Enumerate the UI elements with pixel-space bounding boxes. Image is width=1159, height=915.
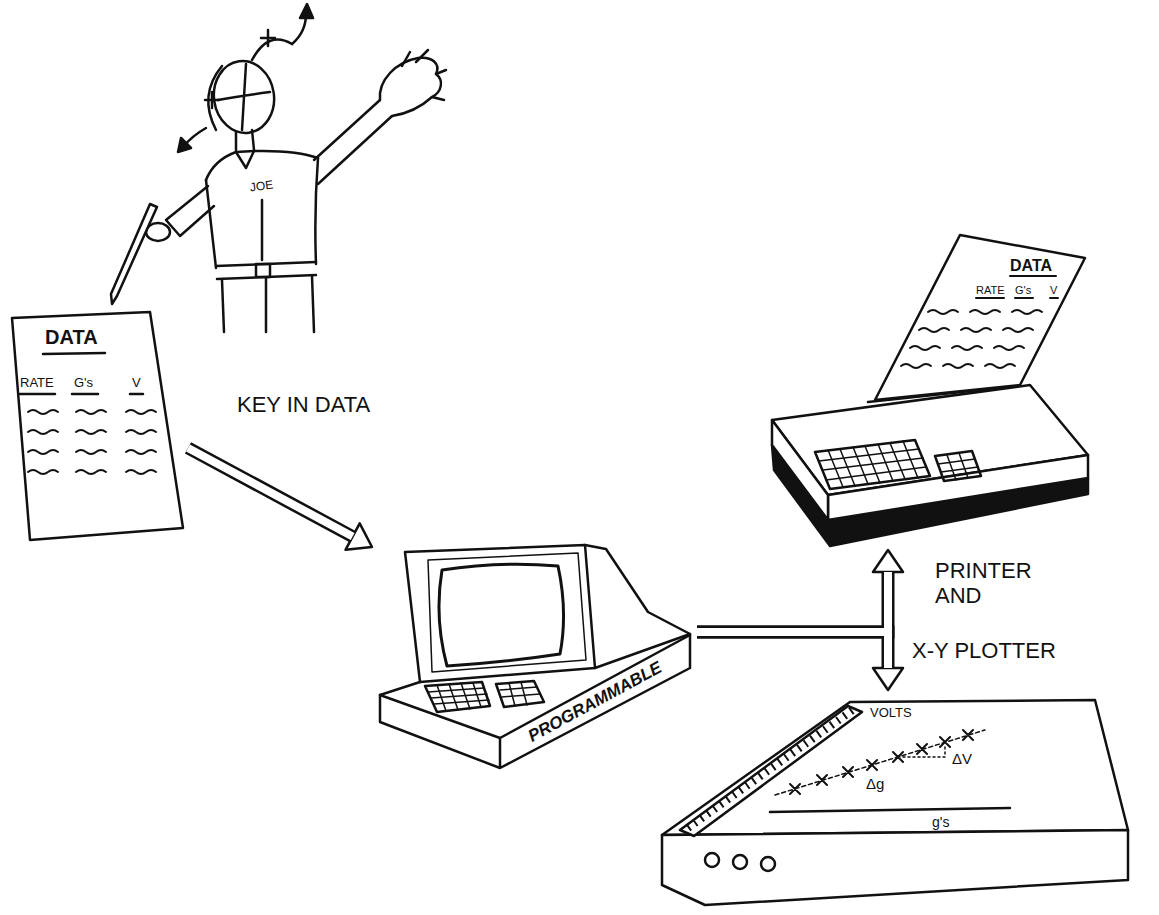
shirt-name: JOE (249, 178, 274, 195)
plotter-drawing (655, 690, 1135, 910)
connector-fill-line (697, 572, 888, 632)
xy-plotter: VOLTS ΔV Δg g's (655, 690, 1135, 910)
edge-label: KEY IN DATA (235, 392, 372, 417)
column-heading: V (132, 376, 141, 391)
connector-shaft (188, 448, 353, 537)
sheet-title: DATA (45, 326, 98, 349)
printer: DATA RATE G's V (765, 230, 1095, 550)
printer-drawing (765, 230, 1095, 550)
arrow-head (873, 668, 903, 690)
axis-label: VOLTS (870, 706, 912, 721)
delta-label: Δg (866, 775, 884, 792)
connector-shaft (697, 572, 888, 632)
connector-arrow (697, 632, 903, 690)
connector-shaft (697, 632, 888, 668)
arrow-head (873, 550, 903, 572)
data-sheet-drawing (8, 308, 188, 544)
column-heading: G's (74, 376, 93, 391)
column-heading: RATE (976, 284, 1005, 297)
device-label: X-Y PLOTTER (912, 638, 1056, 663)
column-heading: RATE (20, 376, 54, 391)
person-figure (111, 4, 446, 332)
printout-title: DATA (1010, 257, 1052, 275)
column-heading: G's (1015, 284, 1031, 297)
device-label: PRINTER AND (935, 558, 1045, 609)
connector-arrow (188, 448, 372, 550)
computer-terminal: PROGRAMMABLE (372, 535, 697, 775)
connector-fill-line (188, 448, 353, 537)
connector-arrow (697, 550, 903, 632)
axis-label: g's (932, 814, 949, 830)
delta-label: ΔV (952, 750, 972, 767)
data-sheet: DATA RATE G's V (8, 308, 188, 544)
connector-fill-line (697, 632, 888, 668)
column-heading: V (1050, 284, 1057, 297)
